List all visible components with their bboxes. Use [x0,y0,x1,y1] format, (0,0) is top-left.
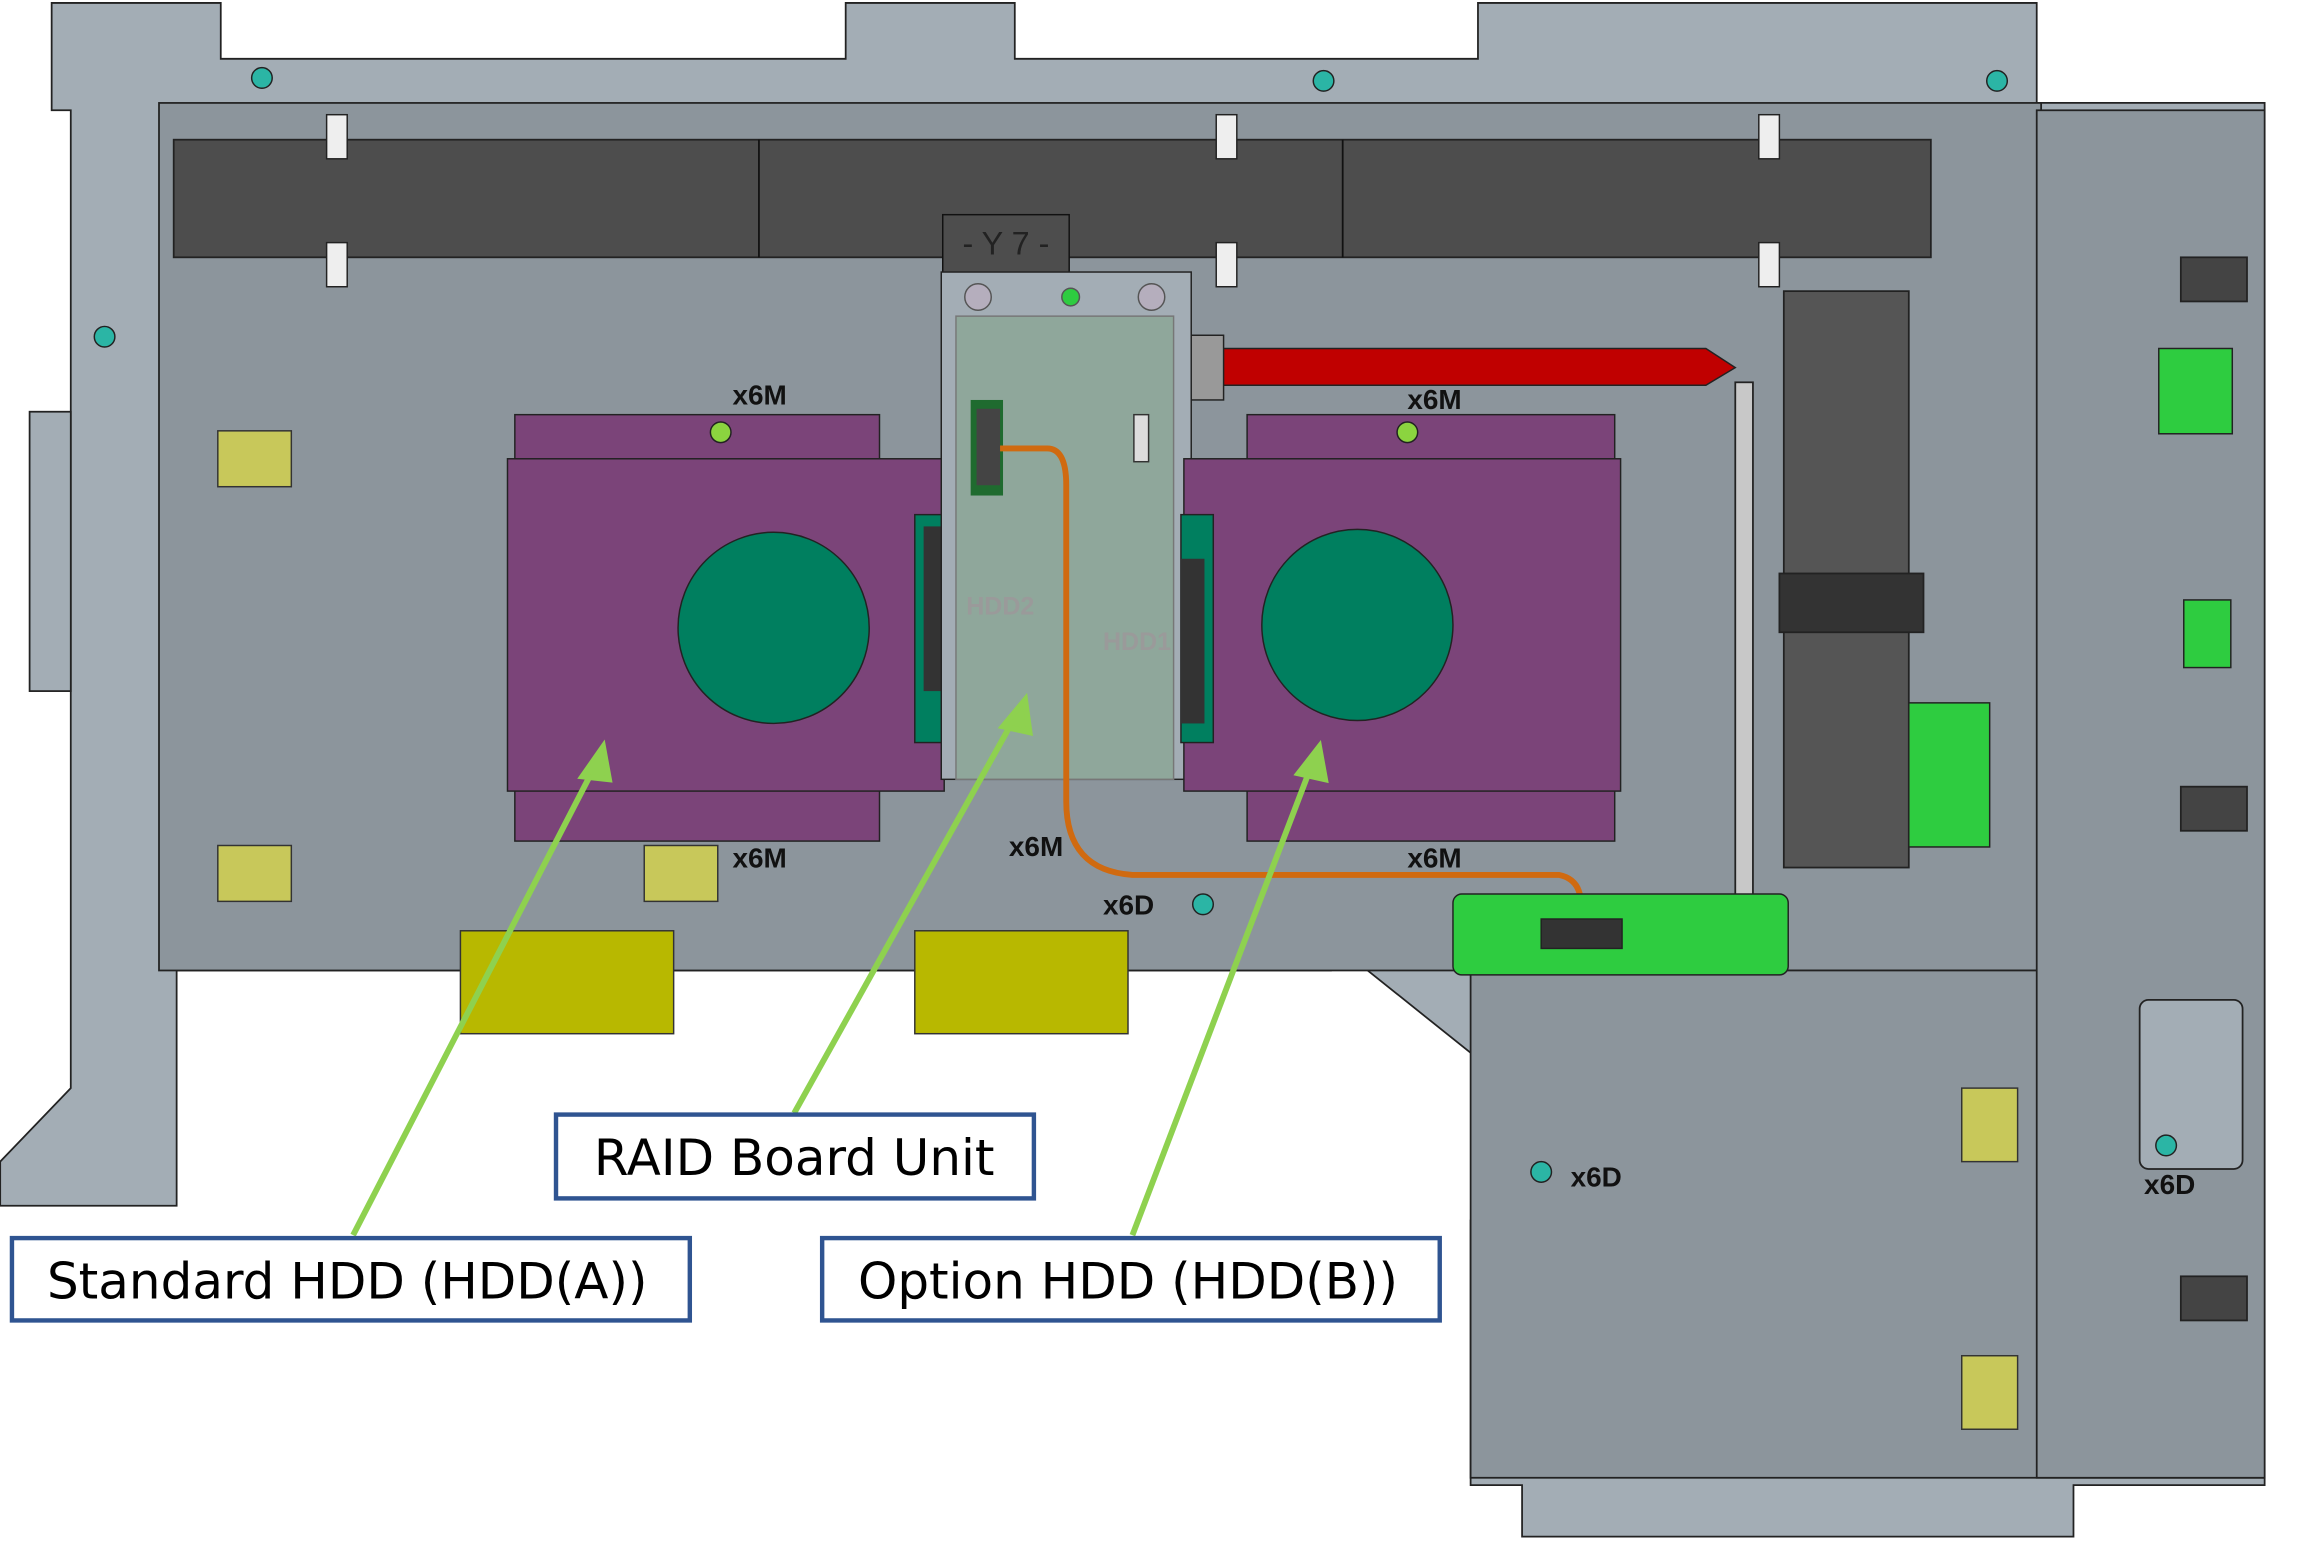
leader-lines [350,692,1329,1237]
screw-markings: x6M x6M x6M x6M x6M x6D x6D x6D [732,379,2195,1200]
x6m-marking: x6M [732,843,786,874]
callout-option-hdd: Option HDD (HDD(B)) [819,1235,1442,1323]
x6m-marking: x6M [1407,843,1461,874]
screw-icons [93,66,2178,1183]
callout-standard-hdd-label: Standard HDD (HDD(A)) [47,1252,648,1310]
callout-standard-hdd: Standard HDD (HDD(A)) [9,1235,693,1323]
green-pcbs [1452,347,2234,976]
y7-label: - Y 7 - [963,225,1050,261]
callout-raid-board: RAID Board Unit [553,1112,1037,1201]
callout-option-hdd-label: Option HDD (HDD(B)) [858,1252,1398,1310]
chassis [0,2,2266,1538]
platter [1261,528,1454,722]
screw-icon [709,421,732,444]
hdd1-marking: HDD1 [1103,628,1171,656]
x6d-marking: x6D [1103,890,1154,921]
x6m-marking: x6M [1009,831,1063,862]
standard-hdd-a [506,413,948,842]
clips [325,113,1781,288]
platter [677,531,870,725]
x6d-marking: x6D [1571,1162,1622,1193]
screw-icon [1396,421,1419,444]
x6m-marking: x6M [732,379,786,410]
orange-cable [1000,445,1584,905]
x6d-marking: x6D [2144,1169,2195,1200]
hdd2-marking: HDD2 [966,593,1034,621]
y7-label-box [941,213,1070,275]
callout-raid-board-label: RAID Board Unit [594,1129,995,1187]
option-hdd-b [1180,413,1622,842]
x6m-marking: x6M [1407,384,1461,415]
yellow-brackets [217,430,2019,1430]
